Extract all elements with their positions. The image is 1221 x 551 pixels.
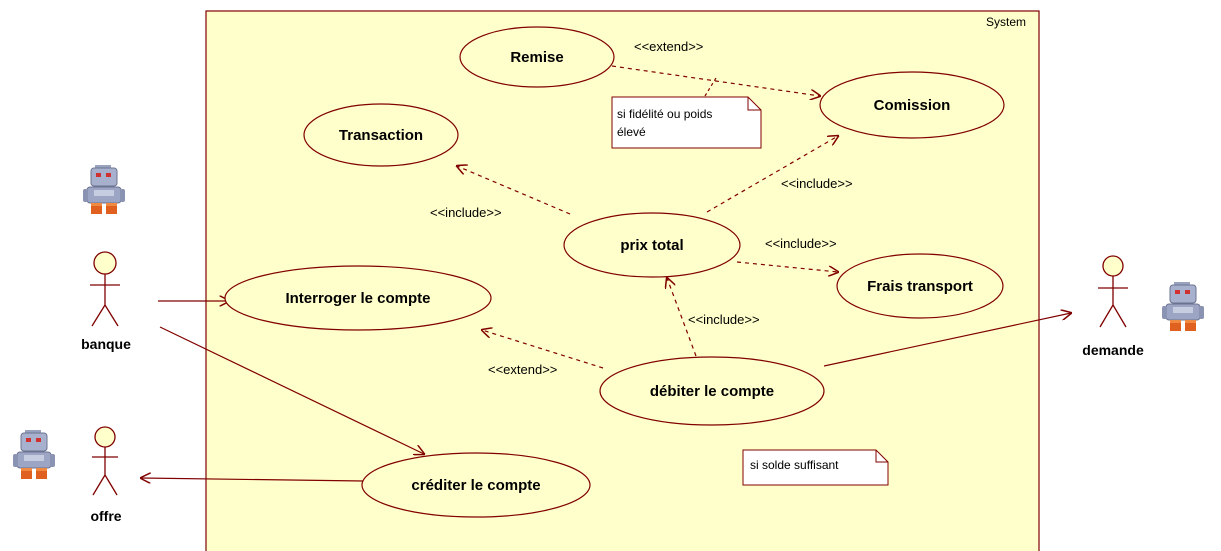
- relation-label-debiter-interroger: <<extend>>: [488, 362, 557, 377]
- actor-demande-label: demande: [1082, 342, 1144, 358]
- relation-label-remise-comission: <<extend>>: [634, 39, 703, 54]
- note-fidelite: si fidélité ou poids élevé: [611, 96, 762, 149]
- usecase-debiter-compte[interactable]: [599, 356, 825, 426]
- actor-offre-label: offre: [90, 508, 121, 524]
- note-fidelite-line1: si fidélité ou poids: [617, 107, 712, 121]
- debiter-extend-interroger-edge: [482, 330, 604, 369]
- crediter-offre-edge: [141, 478, 364, 481]
- actor-demande[interactable]: demande: [1082, 255, 1205, 358]
- relation-label-debiter-prix: <<include>>: [688, 312, 760, 327]
- usecase-prix-total-label: prix total: [620, 237, 683, 254]
- debiter-demande-edge: [823, 313, 1071, 367]
- usecase-prix-total[interactable]: [563, 212, 741, 278]
- actor-banque[interactable]: banque: [81, 164, 131, 352]
- usecase-comission[interactable]: [819, 71, 1005, 139]
- prix-include-frais-edge: [736, 261, 838, 272]
- stick-figure-icon: [90, 251, 120, 327]
- usecase-interroger-compte[interactable]: [224, 265, 492, 331]
- actor-banque-label: banque: [81, 336, 131, 352]
- actor-offre[interactable]: offre: [12, 426, 122, 524]
- usecase-comission-label: Comission: [874, 97, 951, 114]
- robot-icon: [82, 164, 126, 215]
- relation-label-prix-transaction: <<include>>: [430, 205, 502, 220]
- remise-extend-comission-edge: [611, 65, 820, 96]
- note-solde: si solde suffisant: [742, 449, 889, 486]
- usecase-remise-label: Remise: [510, 49, 563, 66]
- robot-icon: [1161, 281, 1205, 332]
- usecase-frais-transport[interactable]: [836, 253, 1004, 319]
- stick-figure-icon: [92, 426, 118, 496]
- usecase-transaction[interactable]: [303, 103, 459, 167]
- usecase-crediter-compte-label: créditer le compte: [411, 477, 540, 494]
- usecase-frais-transport-label: Frais transport: [867, 278, 973, 295]
- robot-icon: [12, 429, 56, 480]
- note-solde-text: si solde suffisant: [750, 458, 839, 472]
- relation-label-prix-frais: <<include>>: [765, 236, 837, 251]
- note-fidelite-line2: élevé: [617, 125, 646, 139]
- system-title: System: [986, 15, 1026, 29]
- banque-crediter-edge: [159, 326, 424, 454]
- usecase-remise[interactable]: [459, 26, 615, 88]
- relation-label-prix-comission: <<include>>: [781, 176, 853, 191]
- usecase-transaction-label: Transaction: [339, 127, 423, 144]
- usecase-interroger-compte-label: Interroger le compte: [285, 290, 430, 307]
- debiter-include-prix-edge: [667, 278, 697, 357]
- usecase-debiter-compte-label: débiter le compte: [650, 383, 774, 400]
- usecase-crediter-compte[interactable]: [361, 452, 591, 518]
- prix-include-comission-edge: [706, 136, 838, 213]
- stick-figure-icon: [1098, 255, 1128, 328]
